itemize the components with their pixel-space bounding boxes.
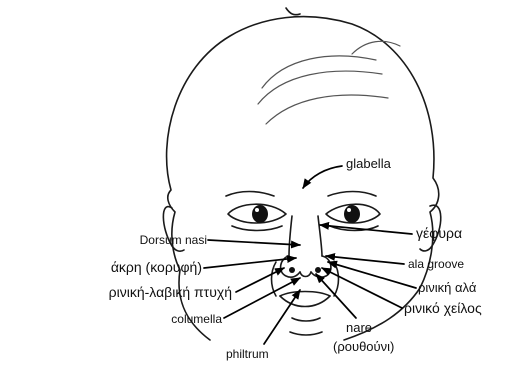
arrow-riniki-lavikii: [236, 268, 284, 292]
label-dorsum-nasi: Dorsum nasi: [140, 233, 207, 247]
label-routhouni: (ρουθούνι): [333, 339, 394, 354]
label-ala-groove: ala groove: [408, 257, 464, 271]
hair-strand: [258, 71, 382, 104]
label-columella: columella: [171, 312, 222, 326]
arrow-glabella: [303, 166, 342, 188]
label-gefyra: γέφυρα: [416, 225, 462, 241]
arrow-columella: [224, 278, 300, 318]
hair-strand: [352, 41, 400, 54]
label-akri: άκρη (κορυφή): [111, 259, 202, 275]
chin: [290, 332, 322, 335]
label-riniko-xeilos: ρινικό χείλος: [404, 300, 482, 316]
hair-strand: [266, 95, 388, 124]
label-riniki-ala: ρινική αλά: [418, 280, 477, 295]
right-nasolabial-fold: [334, 262, 339, 296]
label-riniki-lavikii: ρινική-λαβική πτυχή: [109, 284, 232, 300]
arrow-dorsum-nasi: [208, 240, 300, 245]
label-philtrum: philtrum: [226, 347, 269, 361]
left-eyebrow: [226, 192, 274, 197]
arrow-riniko-xeilos: [322, 268, 402, 308]
arrow-nare: [316, 274, 356, 318]
crown-tuft: [286, 8, 300, 15]
arrow-riniki-ala: [328, 262, 416, 288]
arrow-gefyra: [320, 225, 412, 234]
mouth: [280, 292, 330, 322]
label-glabella: glabella: [346, 156, 392, 171]
arrow-ala-groove: [326, 256, 404, 264]
right-eyebrow: [328, 192, 376, 197]
arrow-akri: [204, 258, 296, 268]
left-eye: [228, 204, 286, 230]
label-nare: nare: [346, 320, 372, 335]
